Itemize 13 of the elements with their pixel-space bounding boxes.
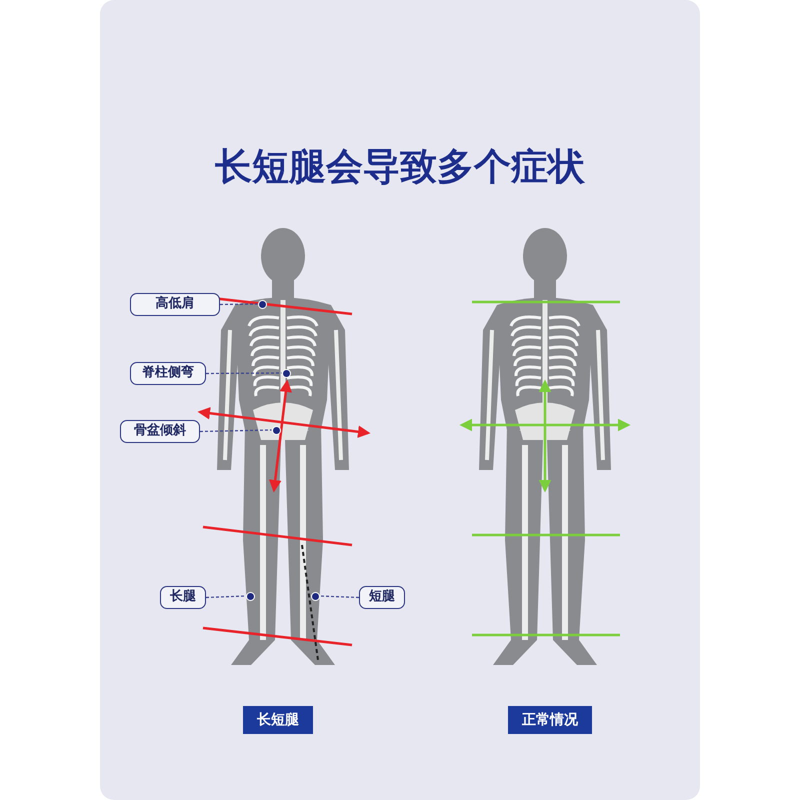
leader-line xyxy=(220,303,258,306)
leader-line xyxy=(206,372,282,374)
callout-label: 脊柱侧弯 xyxy=(130,362,206,385)
figure-caption: 长短腿 xyxy=(243,706,313,734)
callout-label: 短腿 xyxy=(359,586,405,609)
callout-label: 长腿 xyxy=(160,586,206,609)
leader-line xyxy=(319,595,360,598)
leader-line xyxy=(206,595,246,598)
leader-line xyxy=(200,429,272,432)
figure-caption: 正常情况 xyxy=(508,706,592,734)
title: 长短腿会导致多个症状 xyxy=(214,144,586,190)
callout-label: 高低肩 xyxy=(130,293,220,316)
callout-label: 骨盆倾斜 xyxy=(120,420,200,443)
